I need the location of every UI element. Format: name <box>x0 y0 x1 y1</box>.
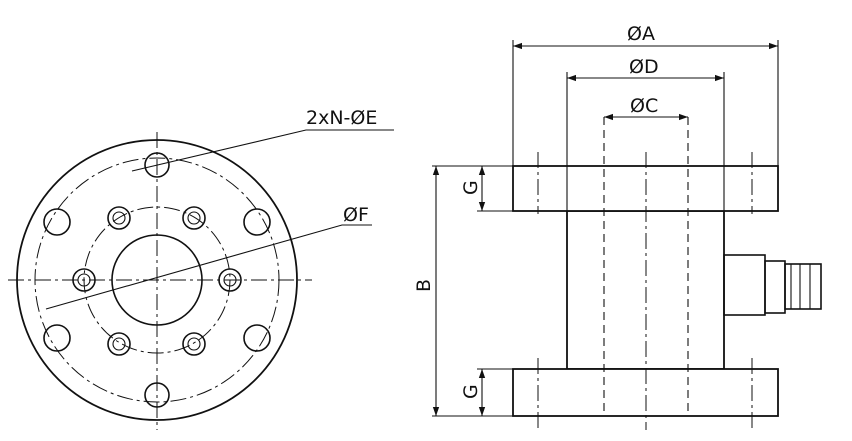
outer-mounting-hole <box>43 324 71 352</box>
holes-leader <box>131 129 394 172</box>
flange-g-bottom-label: G <box>460 384 482 399</box>
outer-mounting-hole <box>243 324 271 352</box>
dia-f-leader <box>45 224 372 310</box>
flange-g-top-label: G <box>460 180 482 195</box>
outer-mounting-hole <box>43 208 71 236</box>
dia-a-label: ØA <box>627 23 655 45</box>
front-view: 2xN-ØE ØF <box>8 107 394 430</box>
cable-connector <box>723 254 822 316</box>
height-b-label: B <box>413 279 435 292</box>
dia-c-label: ØC <box>630 95 658 117</box>
side-view: ØA ØD ØC B G G <box>413 23 822 430</box>
outer-mounting-hole <box>243 208 271 236</box>
holes-label: 2xN-ØE <box>306 107 377 129</box>
dia-f-label: ØF <box>343 204 369 226</box>
dia-d-label: ØD <box>629 56 659 78</box>
